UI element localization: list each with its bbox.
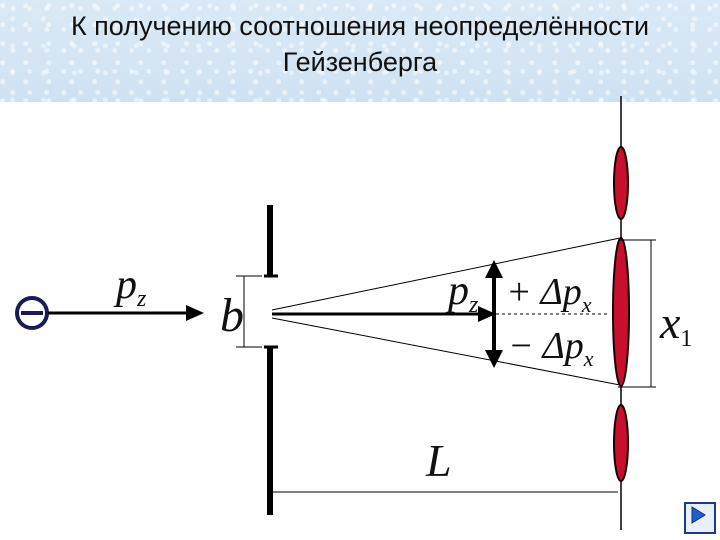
title-line-2: Гейзенберга [282,47,438,77]
diffraction-max-central [612,237,630,387]
incoming-arrowhead [186,305,204,321]
slide-title: К получению соотношения неопределённости… [0,8,720,80]
transmitted-arrowhead [478,306,496,322]
play-next-icon [691,506,706,524]
x1-label: x1 [659,297,692,352]
title-line-1: К получению соотношения неопределённости [70,11,650,41]
pz-label-left: pz [113,262,147,312]
uncertainty-arrowhead-down [485,350,503,368]
uncertainty-arrowhead-up [485,260,503,278]
diffraction-max-upper [613,146,629,220]
diffraction-max-lower [613,404,629,482]
distance-label: L [425,435,452,486]
electron-icon [15,296,49,330]
cone-lower-line [271,317,621,386]
cone-upper-line [271,237,621,311]
title-band [0,0,720,102]
pz-label-right: pz [445,268,479,318]
next-slide-button[interactable] [684,502,716,534]
minus-delta-px-label: − Δpx [508,325,594,371]
slit-width-label: b [220,289,244,342]
plus-delta-px-label: + Δpx [506,271,592,317]
